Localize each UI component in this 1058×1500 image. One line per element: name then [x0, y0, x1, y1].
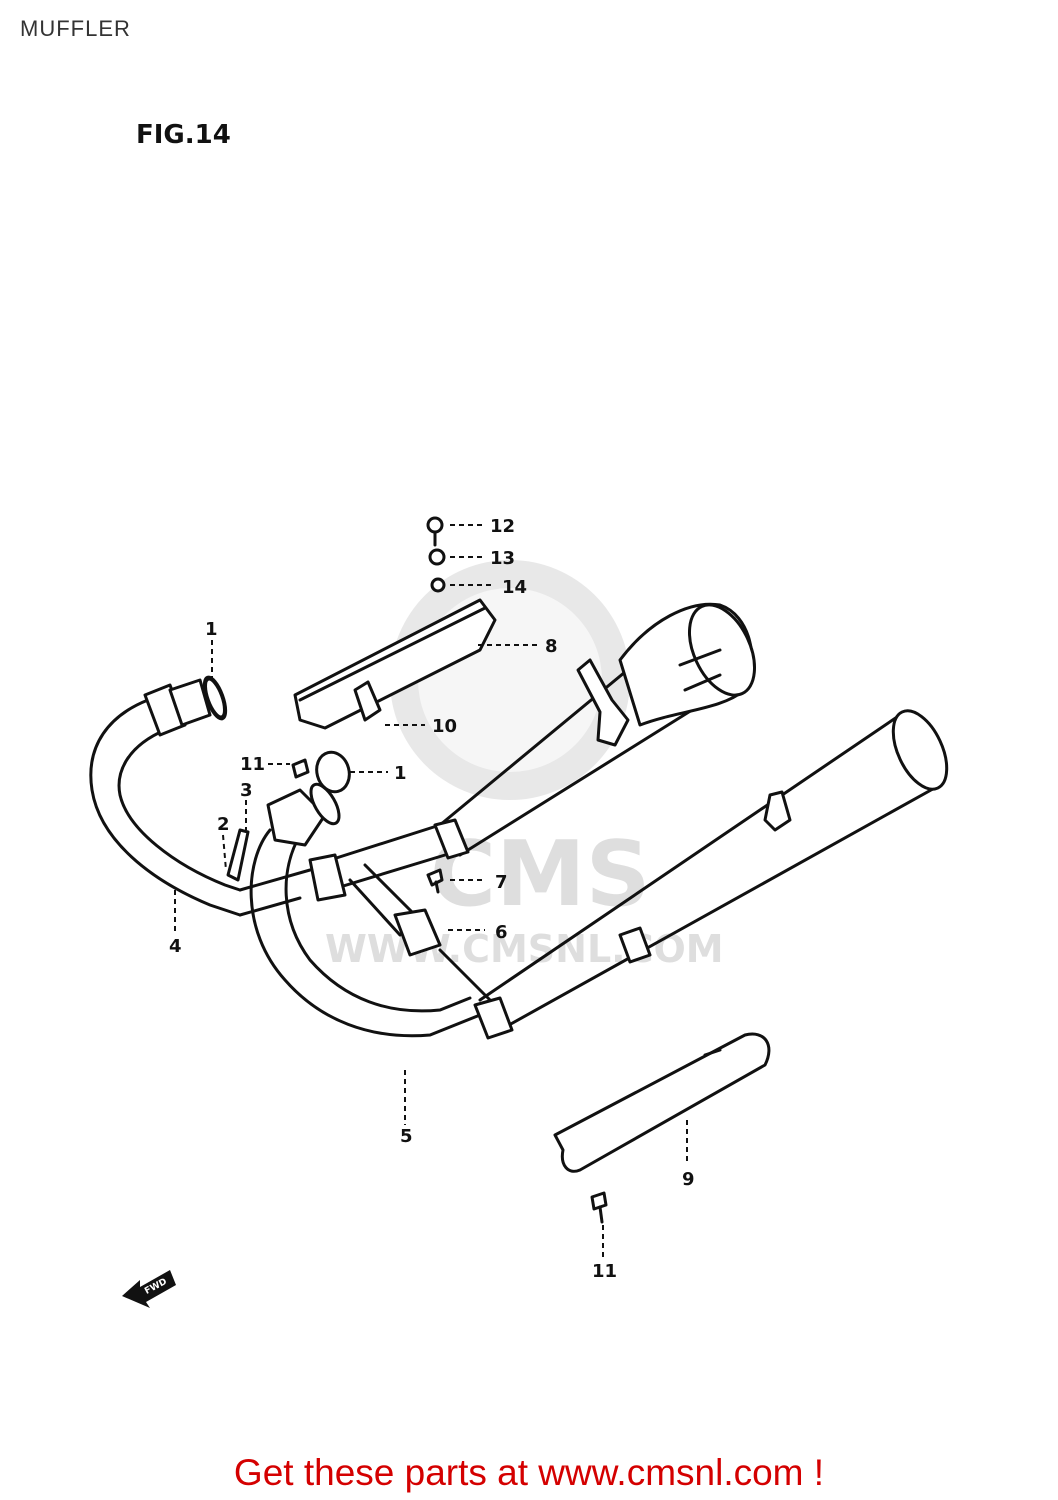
- callout-5: 5: [400, 1126, 413, 1147]
- callout-2: 2: [217, 814, 230, 835]
- callout-1-lower: 1: [394, 763, 407, 784]
- leader-lines: [174, 524, 688, 1258]
- callout-6: 6: [495, 922, 508, 943]
- heat-shield: [293, 598, 497, 730]
- callout-13: 13: [490, 548, 515, 569]
- callout-1-upper: 1: [205, 619, 218, 640]
- footer-parts-link[interactable]: Get these parts at www.cmsnl.com !: [233, 1452, 825, 1493]
- muffler-upper: [433, 602, 756, 860]
- exhaust-pipe-right: [249, 782, 482, 1038]
- connector-pipes: [238, 823, 492, 1002]
- fwd-arrow: FWD: [122, 1270, 176, 1308]
- callout-11-upper: 11: [240, 754, 265, 775]
- callouts: 1 1 2 3 4 5 6 7 8 9 10 11 11 12 13 14: [169, 516, 695, 1282]
- callout-14: 14: [502, 577, 527, 598]
- gasket-ring-lower: [315, 750, 351, 794]
- callout-3: 3: [240, 780, 253, 801]
- callout-10: 10: [432, 716, 457, 737]
- page-title: MUFFLER: [20, 16, 131, 41]
- watermark-url-text: WWW.CMSNL.COM: [325, 927, 724, 971]
- callout-9: 9: [682, 1169, 695, 1190]
- callout-7: 7: [495, 872, 508, 893]
- callout-11-lower: 11: [592, 1261, 617, 1282]
- callout-8: 8: [545, 636, 558, 657]
- muffler-lower: [473, 709, 949, 1040]
- callout-12: 12: [490, 516, 515, 537]
- heat-shield-lower: [553, 1032, 771, 1173]
- gasket-ring-upper: [204, 677, 226, 719]
- callout-4: 4: [169, 936, 182, 957]
- figure-label: FIG.14: [136, 120, 231, 150]
- fasteners: [226, 516, 608, 1224]
